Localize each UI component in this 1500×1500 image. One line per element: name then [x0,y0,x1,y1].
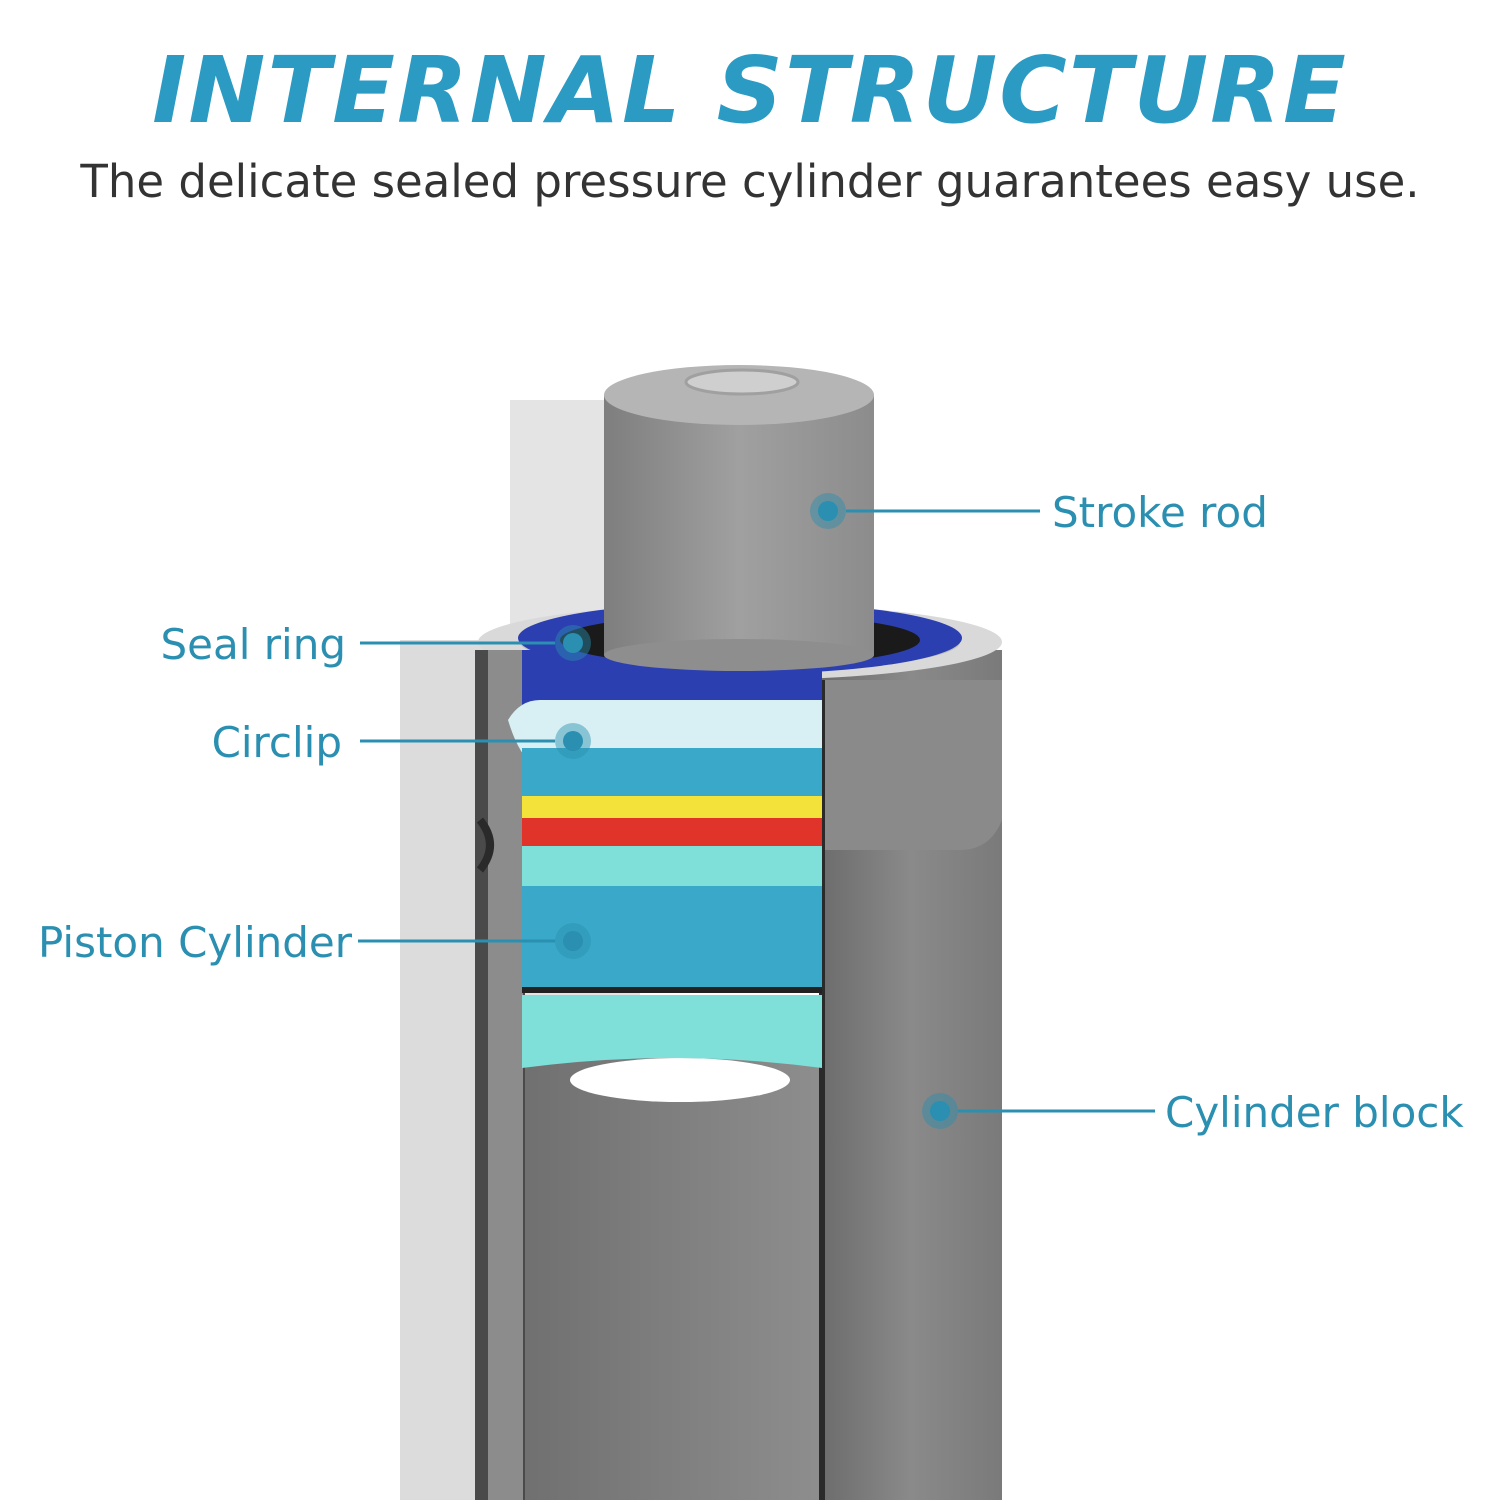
callout-piston-cylinder: Piston Cylinder [38,918,591,967]
label-stroke-rod: Stroke rod [1052,488,1268,537]
inner-bore [525,1040,825,1500]
bore-opening [570,1058,790,1102]
stroke-rod-hole [684,368,800,396]
yellow-band [522,796,822,818]
callout-cylinder-block: Cylinder block [922,1088,1464,1137]
label-piston-cylinder: Piston Cylinder [38,918,353,967]
callout-circlip: Circlip [212,718,591,767]
page-subtitle: The delicate sealed pressure cylinder gu… [80,155,1420,208]
stroke-rod [604,395,874,655]
left-wall-groove [476,817,494,873]
label-circlip: Circlip [212,718,342,767]
red-band [522,818,822,846]
left-wall-face [488,650,523,1500]
aqua-band-1 [522,846,822,886]
page-title: INTERNAL STRUCTURE [152,37,1348,144]
label-seal-ring: Seal ring [161,620,346,669]
callout-seal-ring: Seal ring [161,620,591,669]
stroke-rod-bottom [604,639,874,671]
callout-stroke-rod: Stroke rod [810,488,1268,537]
teal-band-1 [522,748,822,796]
cylinder-block-shoulder [820,680,1002,850]
label-cylinder-block: Cylinder block [1165,1088,1464,1137]
aqua-band-2 [522,995,822,1068]
